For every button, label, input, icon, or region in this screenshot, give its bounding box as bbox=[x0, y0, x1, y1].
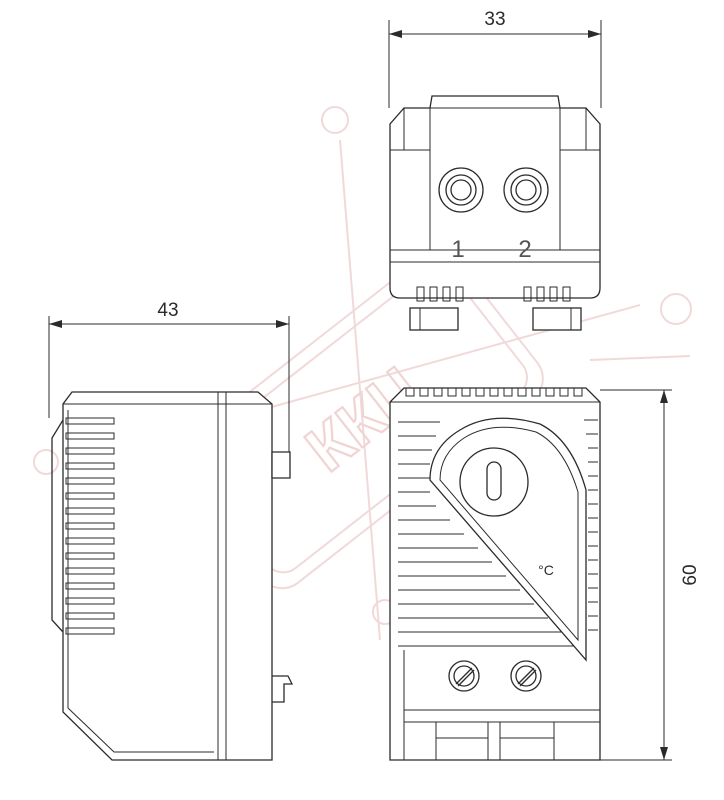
terminal-screw-1 bbox=[448, 660, 480, 692]
temperature-unit-label: °C bbox=[538, 562, 554, 578]
front-left-vents bbox=[398, 421, 576, 647]
front-top-vents bbox=[405, 387, 583, 397]
front-right-vents bbox=[584, 419, 598, 631]
dimension-height-front: 60 bbox=[680, 564, 701, 585]
top-view: 33 1 2 bbox=[388, 9, 602, 331]
terminal-label-2: 2 bbox=[518, 236, 531, 263]
top-vent-slots-right bbox=[523, 286, 571, 302]
terminal-hole-2 bbox=[503, 167, 549, 213]
dimension-width-top: 33 bbox=[484, 9, 505, 30]
temperature-dial[interactable] bbox=[459, 447, 529, 517]
terminal-hole-1 bbox=[438, 167, 484, 213]
dimension-width-side: 43 bbox=[157, 300, 178, 321]
side-view: 43 bbox=[48, 300, 294, 761]
side-vent-slots bbox=[65, 417, 115, 635]
front-view: 60 bbox=[389, 387, 701, 761]
terminal-screw-2 bbox=[510, 660, 542, 692]
top-vent-slots-left bbox=[416, 286, 464, 302]
terminal-label-1: 1 bbox=[451, 236, 464, 263]
